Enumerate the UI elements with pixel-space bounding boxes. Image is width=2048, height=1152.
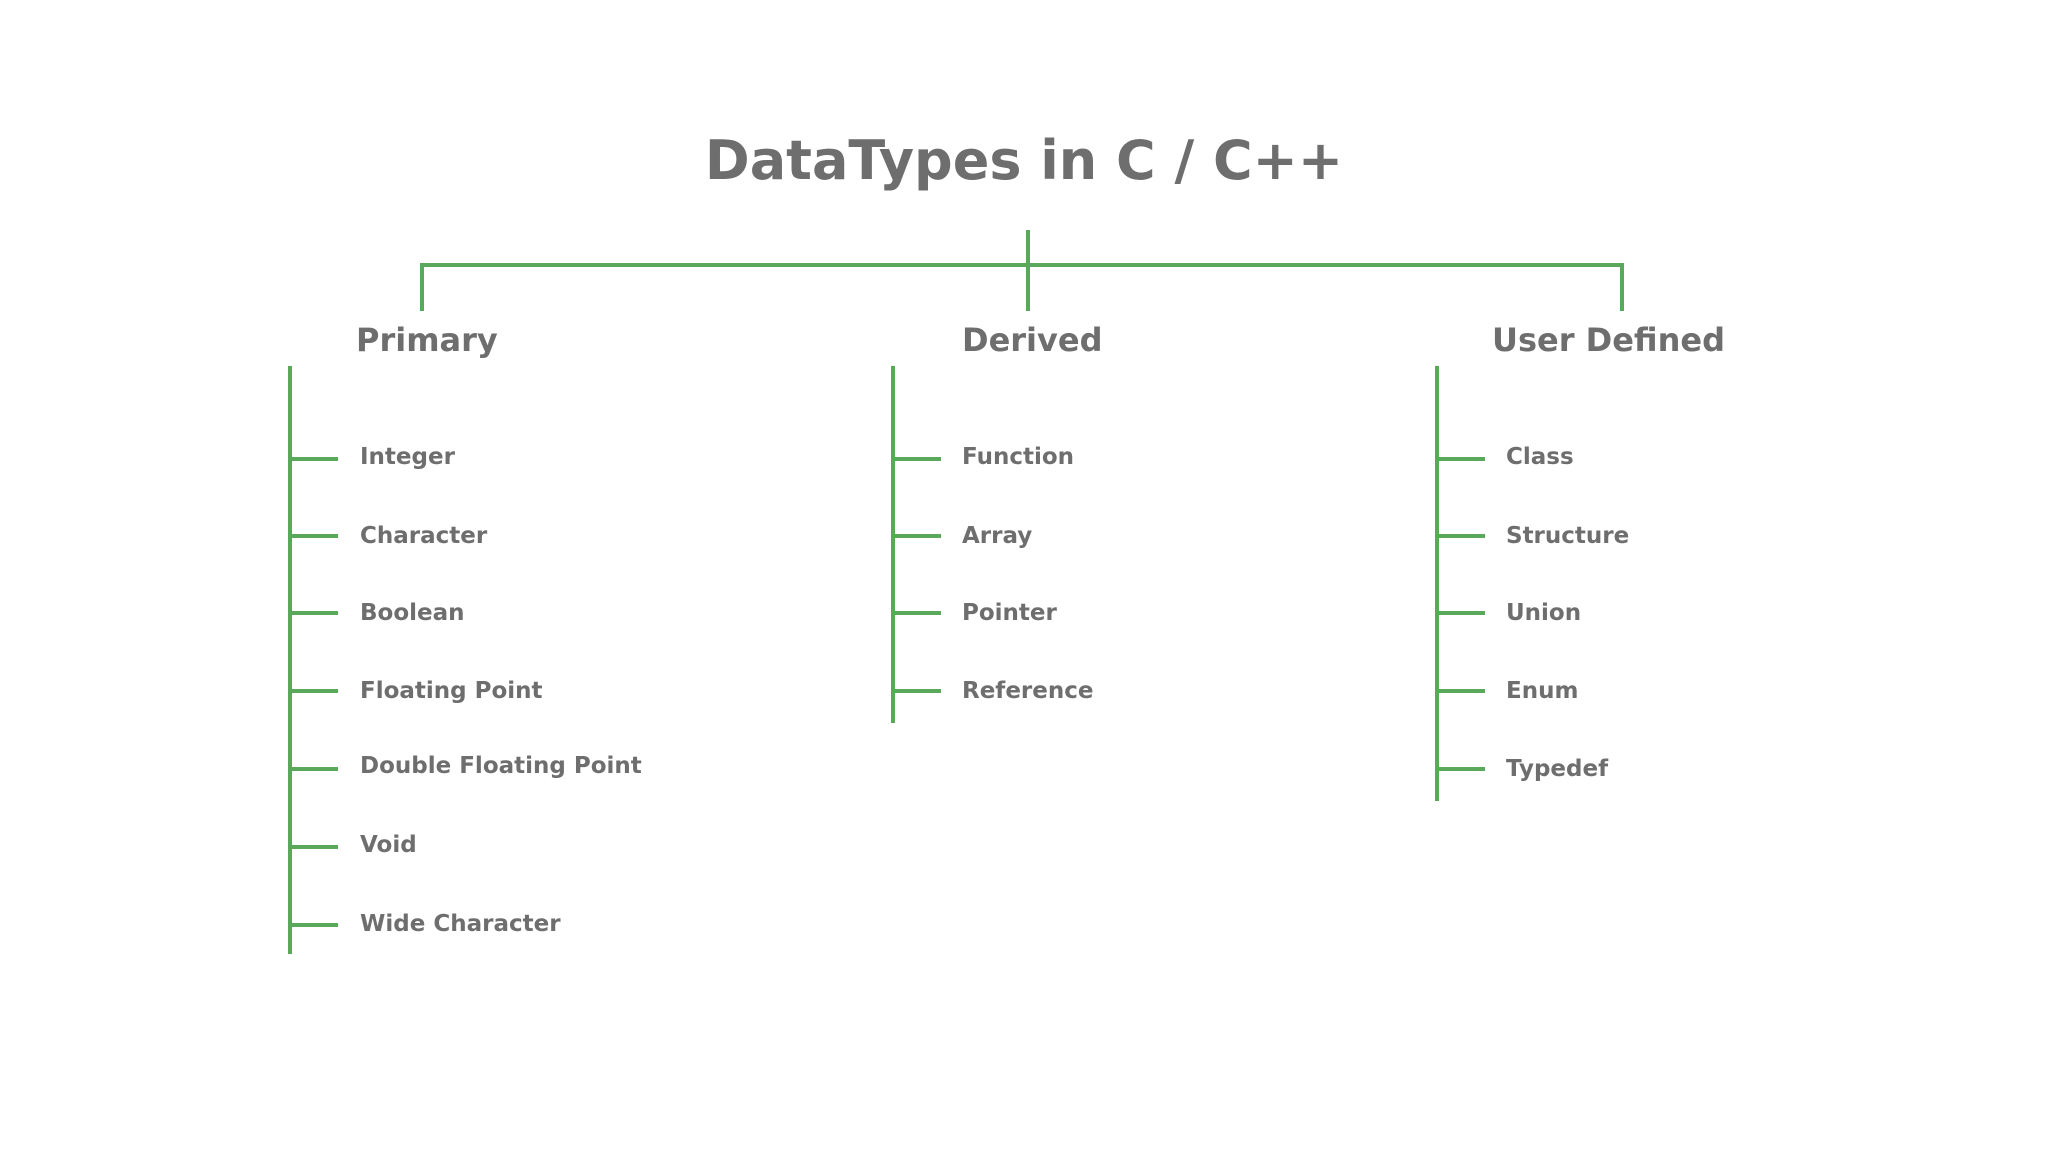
primary-item-boolean: Boolean bbox=[360, 600, 465, 626]
user-defined-item-structure: Structure bbox=[1506, 523, 1630, 549]
derived-item-array: Array bbox=[962, 523, 1033, 549]
user-defined-item-enum: Enum bbox=[1506, 678, 1579, 704]
diagram-title: DataTypes in C / C++ bbox=[704, 129, 1344, 192]
category-derived: Derived bbox=[962, 321, 1103, 359]
category-primary: Primary bbox=[356, 321, 498, 359]
derived-item-reference: Reference bbox=[962, 678, 1094, 704]
user-defined-item-class: Class bbox=[1506, 444, 1574, 470]
primary-item-floating-point: Floating Point bbox=[360, 678, 543, 704]
primary-item-void: Void bbox=[360, 832, 417, 858]
primary-item-character: Character bbox=[360, 523, 488, 549]
primary-item-double-floating-point: Double Floating Point bbox=[360, 753, 642, 779]
category-user-defined: User Defined bbox=[1492, 321, 1726, 359]
user-defined-item-typedef: Typedef bbox=[1506, 756, 1609, 782]
derived-item-pointer: Pointer bbox=[962, 600, 1057, 626]
derived-item-function: Function bbox=[962, 444, 1075, 470]
primary-item-wide-character: Wide Character bbox=[360, 911, 561, 937]
user-defined-item-union: Union bbox=[1506, 600, 1582, 626]
primary-item-integer: Integer bbox=[360, 444, 455, 470]
